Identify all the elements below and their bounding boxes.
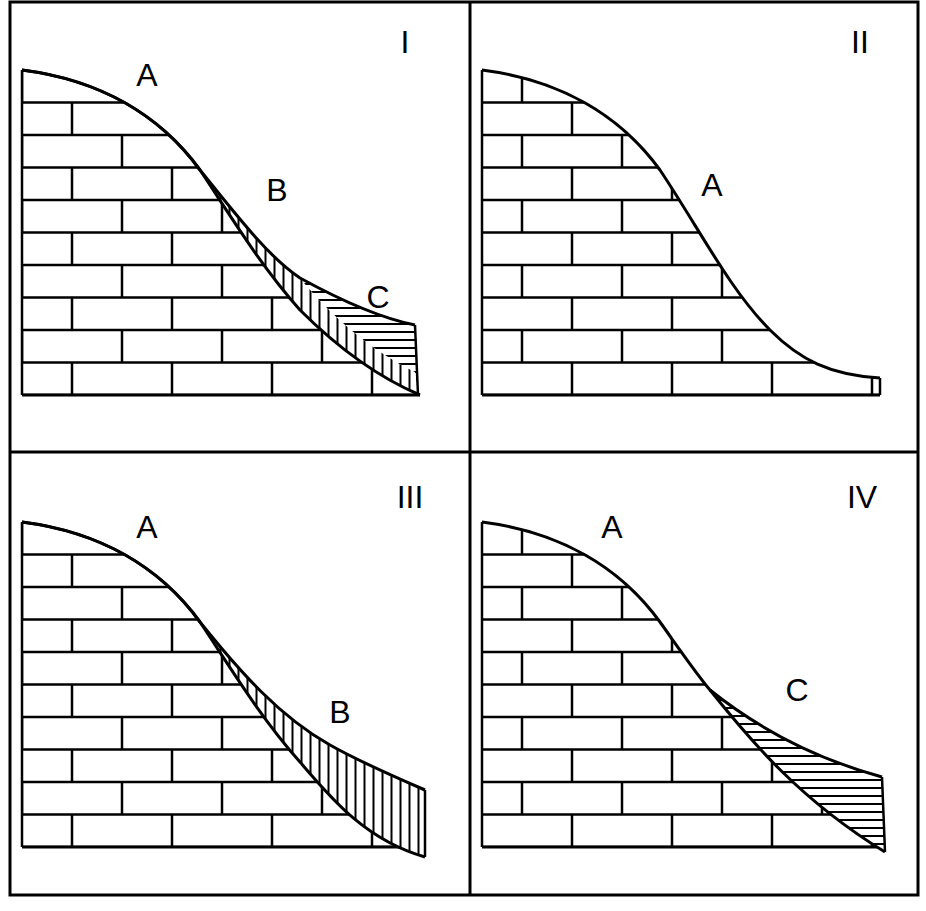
limestone-bricks (482, 70, 880, 395)
horizon-letter: A (136, 59, 157, 91)
ground-surface (482, 522, 882, 777)
layer-edge (879, 378, 882, 395)
horizon-letter: B (329, 696, 350, 728)
horizon-letter: A (701, 169, 722, 201)
left-edge (481, 70, 484, 395)
panel-divider (10, 2, 918, 895)
layer-edge (415, 325, 418, 395)
base-line (22, 846, 425, 849)
panel-four (482, 522, 885, 862)
bedrock-mask (22, 522, 425, 862)
left-edge (481, 522, 484, 847)
horizon-letter: B (266, 174, 287, 206)
layer-edge (424, 790, 427, 857)
bedrock-surface (710, 690, 885, 852)
bedrock-mask (482, 522, 885, 862)
base-line (482, 394, 880, 397)
bedrock-surface (22, 70, 420, 395)
panel-frame (10, 2, 918, 895)
limestone-bricks (22, 522, 425, 847)
left-edge (21, 70, 24, 395)
horizon-letter: C (366, 281, 389, 313)
panel-three (22, 522, 425, 862)
panel-number: II (851, 26, 869, 58)
panel-two (482, 70, 880, 395)
panel-number: IV (847, 481, 877, 513)
horizon-letter: C (785, 674, 808, 706)
base-line (22, 394, 420, 397)
left-edge (21, 522, 24, 847)
panel-number: III (397, 481, 424, 513)
layer-edge (882, 777, 885, 852)
horizon-letter: A (601, 511, 622, 543)
panel-one (22, 70, 420, 395)
limestone-bricks (22, 70, 420, 395)
panel-number: I (401, 26, 410, 58)
bedrock-surface (22, 522, 425, 857)
base-line (482, 846, 885, 849)
ground-surface (482, 70, 880, 378)
limestone-bricks (482, 522, 885, 847)
bedrock-mask (22, 70, 420, 395)
horizon-letter: A (136, 511, 157, 543)
